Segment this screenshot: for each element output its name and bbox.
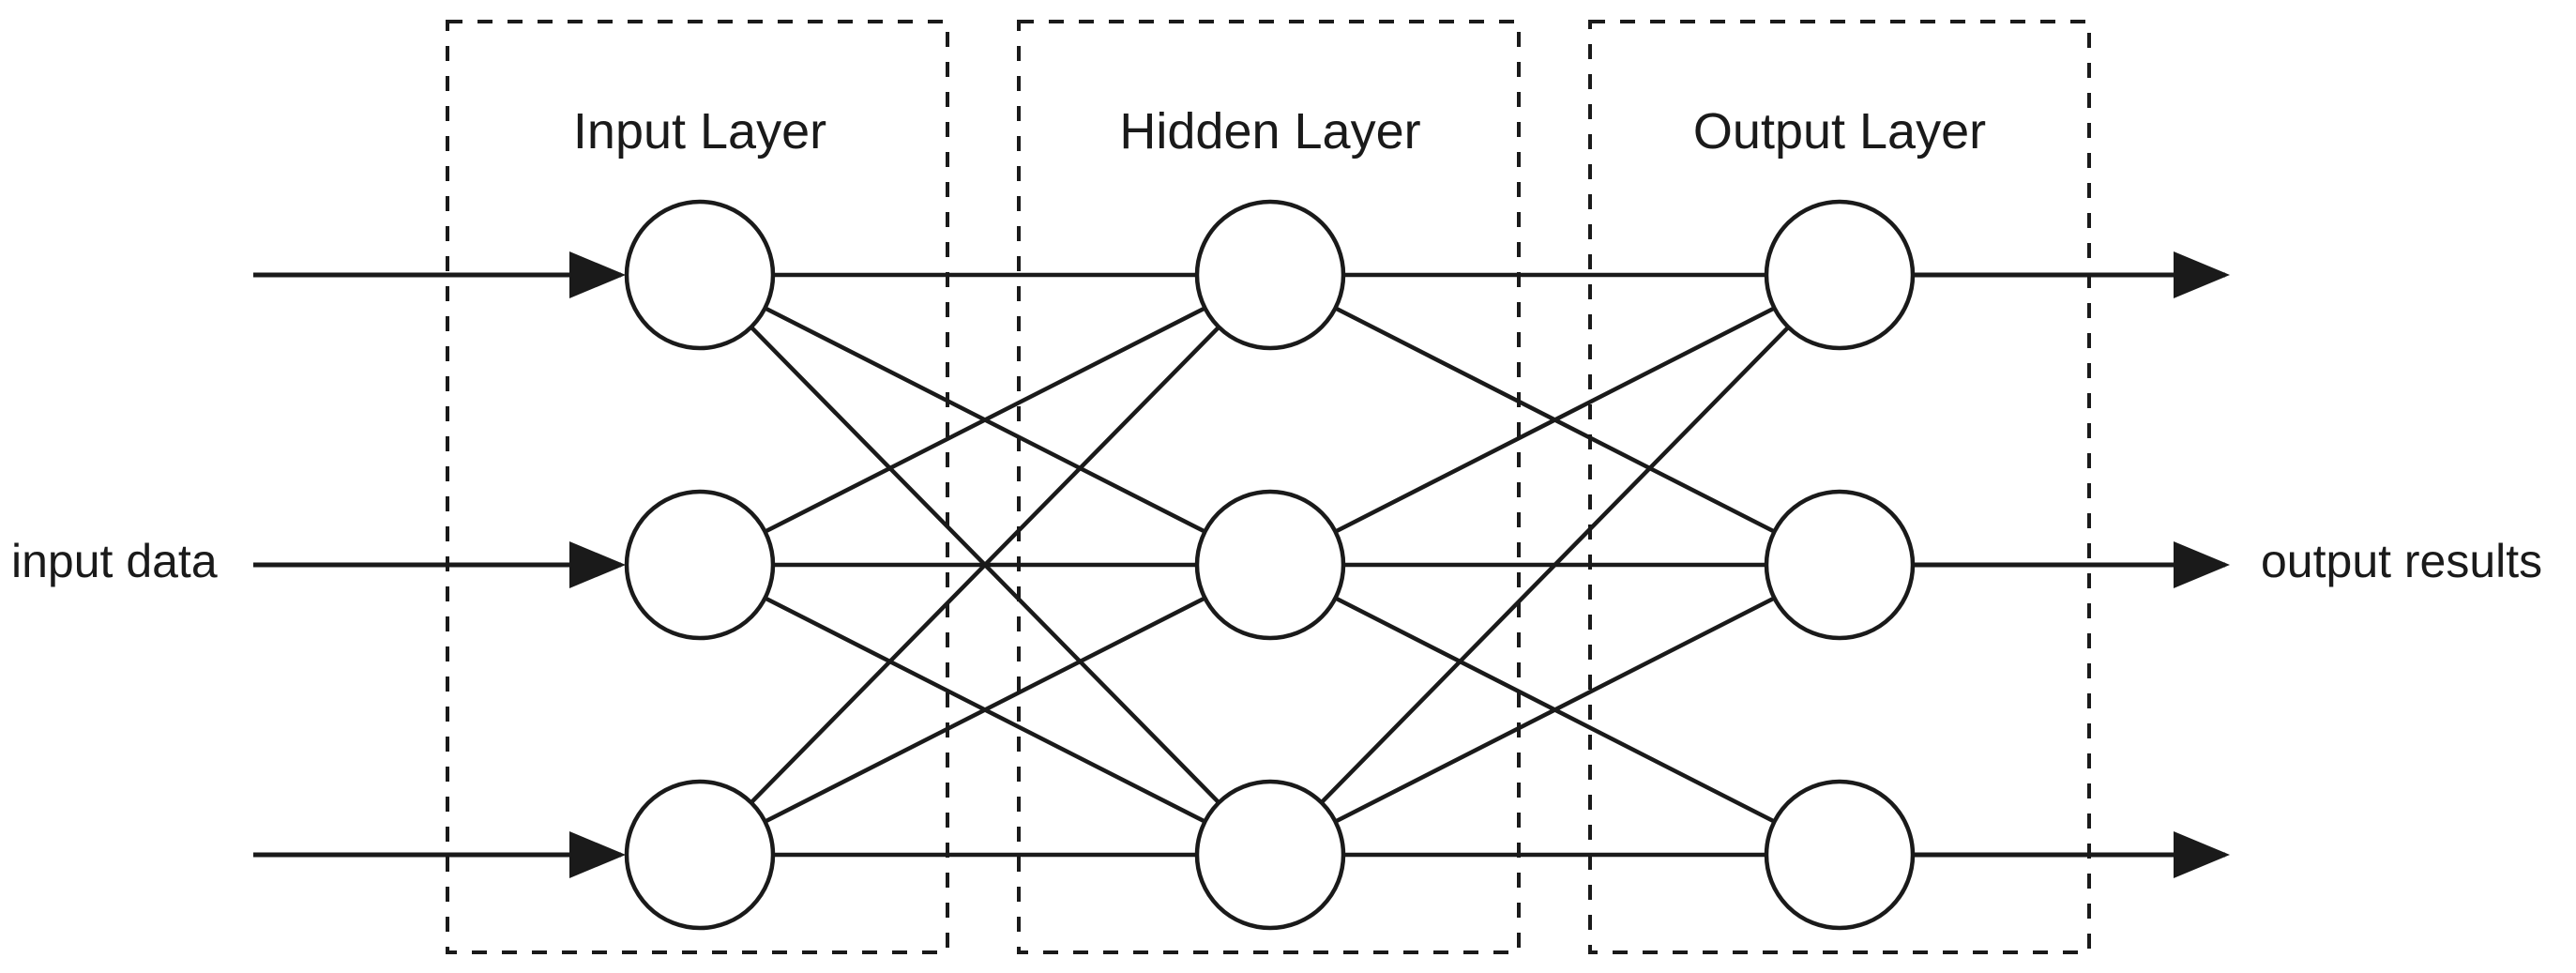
connection-i3-h1	[750, 326, 1220, 804]
layer-boundary-input	[446, 20, 949, 954]
neuron-hidden-1[interactable]	[1194, 199, 1346, 351]
layer-boundary-hidden	[1017, 20, 1521, 954]
connection-h2-o1	[1334, 306, 1776, 534]
input-data-label: input data	[11, 535, 218, 587]
connection-h3-o1	[1320, 326, 1790, 804]
neuron-output-1[interactable]	[1764, 199, 1916, 351]
neuron-input-3[interactable]	[624, 779, 776, 931]
neuron-hidden-3[interactable]	[1194, 779, 1346, 931]
layer-boundary-group	[446, 20, 2091, 954]
layer-title-group: Input Layer Hidden Layer Output Layer	[573, 103, 1986, 160]
layer-boundary-output	[1588, 20, 2091, 954]
layer-title-input: Input Layer	[573, 103, 826, 160]
connection-i3-h2	[764, 596, 1206, 824]
neuron-input-1[interactable]	[624, 199, 776, 351]
edges-hidden-to-output	[1320, 272, 1790, 858]
connection-i2-h1	[764, 306, 1206, 534]
neuron-group	[624, 199, 1916, 931]
output-results-label: output results	[2261, 535, 2542, 587]
neuron-hidden-2[interactable]	[1194, 489, 1346, 641]
io-label-group: input data output results	[11, 535, 2542, 587]
neuron-input-2[interactable]	[624, 489, 776, 641]
neuron-output-3[interactable]	[1764, 779, 1916, 931]
io-arrow-group	[253, 251, 2230, 878]
neuron-output-2[interactable]	[1764, 489, 1916, 641]
connection-h3-o2	[1334, 596, 1776, 824]
layer-title-output: Output Layer	[1693, 103, 1986, 160]
layer-title-hidden: Hidden Layer	[1119, 103, 1420, 160]
edges-input-to-hidden	[750, 272, 1220, 858]
